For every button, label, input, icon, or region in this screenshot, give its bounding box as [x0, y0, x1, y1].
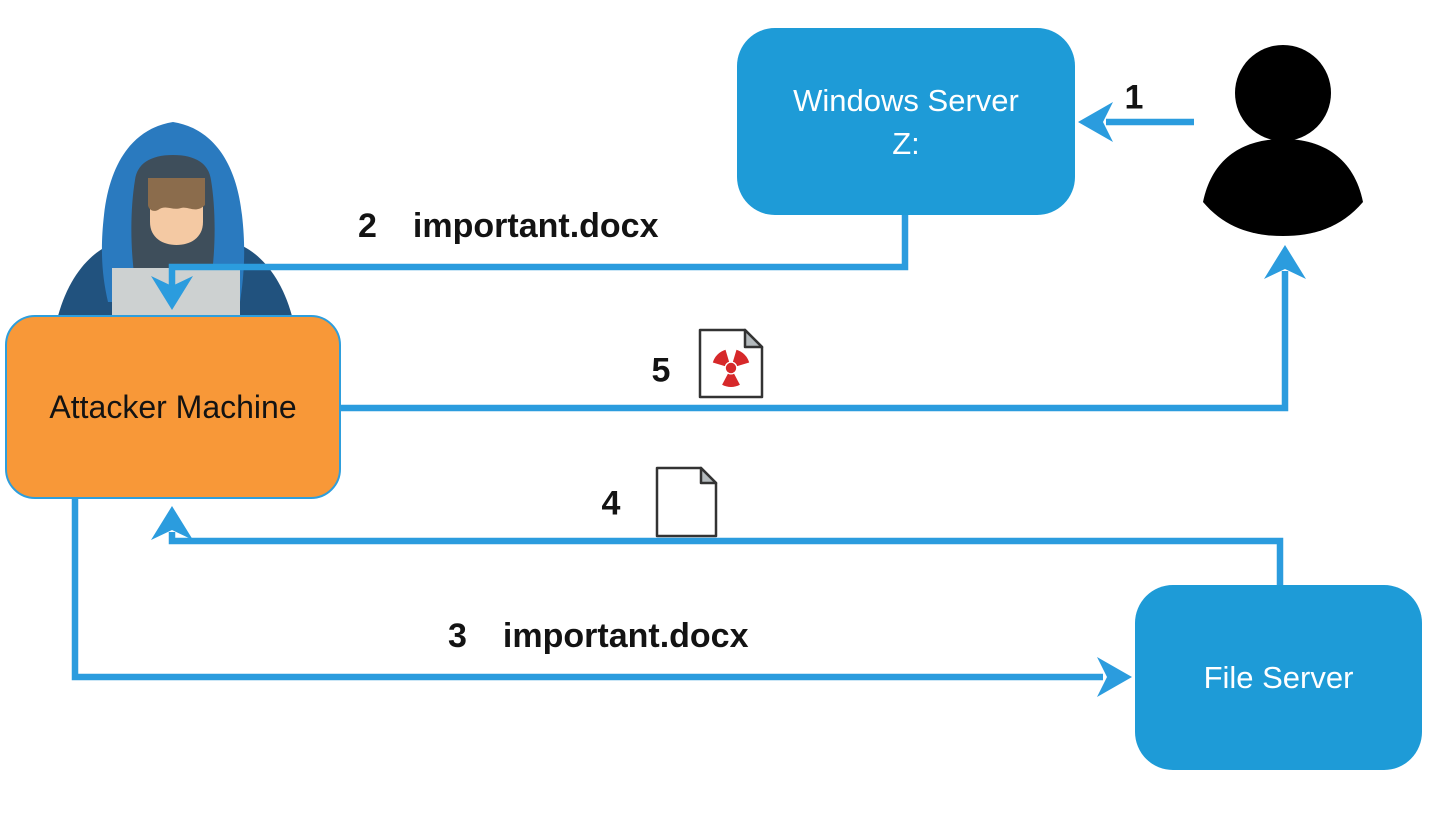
edges	[71, 118, 1289, 681]
node-label: Attacker Machine	[49, 388, 297, 425]
step3-filename: important.docx	[502, 617, 749, 655]
step3-label: 3 important.docx	[448, 617, 749, 656]
step2-filename: important.docx	[412, 207, 659, 245]
page-fold	[743, 328, 764, 349]
radioactive-document-icon	[698, 328, 764, 399]
arrowhead-step5	[1264, 245, 1306, 279]
step1-number: 1	[1124, 78, 1144, 117]
page	[655, 466, 718, 538]
node-label: Windows Server	[793, 82, 1019, 118]
arrowhead-step3	[1097, 657, 1132, 697]
node-label: Z:	[892, 125, 920, 161]
arrowhead-step1	[1078, 102, 1113, 142]
page-fold	[699, 466, 718, 485]
node-file-server: File Server	[1135, 585, 1422, 770]
document-icon	[655, 466, 718, 538]
arrowheads	[151, 102, 1306, 697]
hacker-icon	[58, 122, 292, 316]
edge-step2	[168, 214, 909, 286]
edge-step3	[71, 499, 1103, 681]
edge-step5	[341, 271, 1289, 412]
step5-number: 5	[651, 351, 671, 390]
user-icon	[1203, 45, 1363, 236]
node-attacker-machine: Attacker Machine	[5, 315, 341, 499]
arrowhead-step4	[151, 506, 193, 540]
step4-number: 4	[601, 484, 621, 523]
user-shoulders	[1203, 139, 1363, 236]
arrowhead-step2	[151, 276, 193, 310]
node-windows-server: Windows Server Z:	[737, 28, 1075, 215]
step2-label: 2 important.docx	[358, 207, 659, 246]
edge-step4	[168, 532, 1284, 588]
step3-number: 3	[448, 617, 467, 655]
node-label: File Server	[1203, 659, 1354, 695]
step2-number: 2	[358, 207, 377, 245]
user-head	[1235, 45, 1331, 141]
radioactive-symbol	[712, 349, 750, 388]
hacker-hair	[148, 178, 205, 211]
